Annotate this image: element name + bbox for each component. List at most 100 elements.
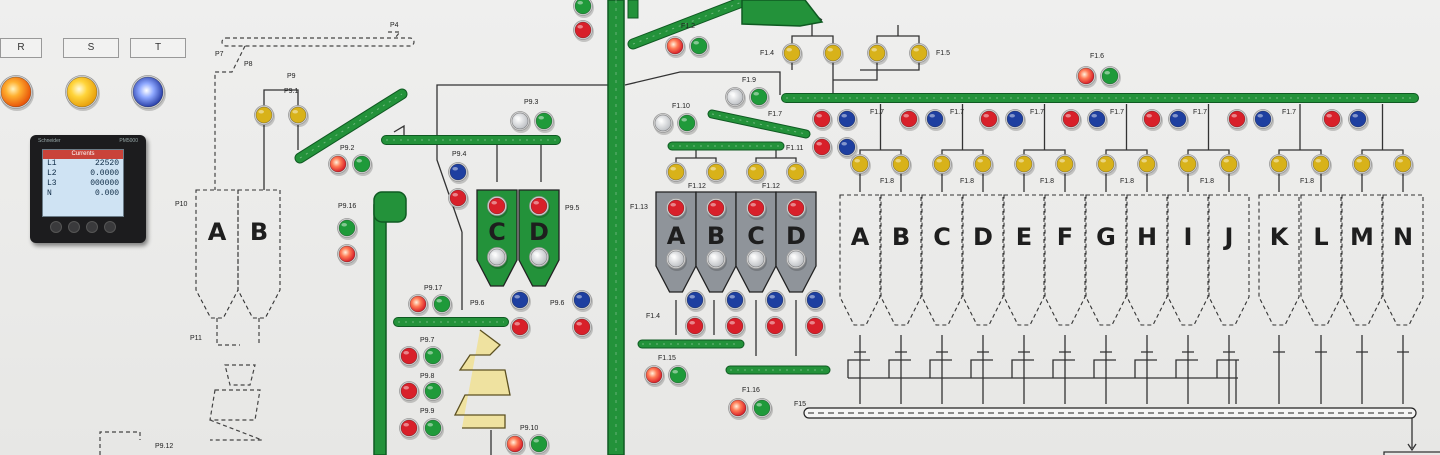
silo-f [1044, 194, 1086, 326]
silo-b [880, 194, 922, 326]
red-indicator-lamp [979, 109, 1000, 131]
tag-label: P9.2 [340, 145, 355, 152]
tag-labels: P4P7P8P9P9.1P10P11P9.12P9.2P9.4P9.3P9.5P… [155, 22, 1314, 450]
meter-button[interactable] [104, 221, 116, 233]
red-indicator-lamp [1227, 109, 1248, 131]
silo-d-green [518, 189, 560, 287]
white-indicator-lamp [510, 111, 531, 133]
feeder-lamp [1055, 154, 1076, 176]
tag-label: P10 [175, 201, 188, 208]
phase-s-pilot-lamp [65, 75, 100, 111]
silo-b-left [237, 189, 281, 319]
silo-letter: B [892, 223, 910, 251]
feeder-lamp [706, 162, 727, 184]
feeder-lamp [1269, 154, 1290, 176]
feeder-lamp [932, 154, 953, 176]
silo-letter: F [1057, 223, 1073, 251]
red-indicator-lamp [448, 188, 469, 210]
silo-letter: M [1350, 223, 1374, 251]
phase-label-t: T [130, 38, 186, 58]
green-indicator-lamp [337, 218, 358, 240]
tag-label: F15 [794, 401, 806, 408]
p9-2-status-lamps [352, 154, 373, 176]
silo-letter: A [208, 218, 227, 246]
blue-indicator-lamp [1005, 109, 1026, 131]
feeder-lamp [1219, 154, 1240, 176]
tag-label: F1.4 [760, 50, 774, 57]
silo-letter: H [1137, 223, 1157, 251]
p9-10-crusher [453, 329, 511, 429]
tag-label: P4 [390, 22, 399, 29]
f1-6-status-lamps [1100, 66, 1121, 88]
blue-indicator-lamp [925, 109, 946, 131]
blue-indicator-lamp [510, 290, 531, 312]
tag-label: F1.16 [742, 387, 760, 394]
tag-label: F1.2 [681, 23, 695, 30]
blue-indicator-lamp [1087, 109, 1108, 131]
silo-l [1300, 194, 1342, 326]
p9-16-bucket-elevator [373, 191, 407, 455]
red-indicator-lamp [725, 316, 746, 338]
p9-2-status-lamps [328, 154, 349, 176]
p9-9-status-lamps [399, 418, 420, 440]
blue-indicator-lamp [805, 290, 826, 312]
meter-button[interactable] [50, 221, 62, 233]
phase-t-pilot-lamp [131, 75, 166, 111]
tag-label: P9.7 [420, 337, 435, 344]
tag-label: F1.8 [1040, 178, 1054, 185]
tag-label: P9.17 [424, 285, 442, 292]
dashed-flow-lines [99, 31, 415, 455]
red-indicator-lamp [337, 244, 358, 266]
meter-button[interactable] [68, 221, 80, 233]
silo-letter: N [1393, 223, 1413, 251]
red-indicator-lamp [812, 137, 833, 159]
red-indicator-lamp [746, 198, 767, 220]
p9-17-status-lamps [432, 294, 453, 316]
feeder-lamp [666, 162, 687, 184]
tag-label: F1.7 [870, 109, 884, 116]
tag-label: P9.5 [565, 205, 580, 212]
f1-2-incline-conveyor [627, 0, 748, 50]
white-indicator-lamp [786, 249, 807, 271]
red-indicator-lamp [805, 316, 826, 338]
f1-15-status-lamps [644, 365, 665, 387]
silo-letter: A [851, 223, 870, 251]
green-indicator-lamp [534, 111, 555, 133]
blue-indicator-lamp [448, 162, 469, 184]
feeder-lamp [1311, 154, 1332, 176]
silo-e [1003, 194, 1045, 326]
tag-label: P9.1 [284, 88, 299, 95]
conveyors [294, 0, 1419, 455]
meter-button[interactable] [86, 221, 98, 233]
silo-letter: B [707, 222, 725, 250]
silo-c-green [476, 189, 518, 287]
red-indicator-lamp [899, 109, 920, 131]
tag-label: F1.7 [768, 111, 782, 118]
meter-screen-header: Currents [43, 150, 123, 159]
p9-7-status-lamps [399, 346, 420, 368]
tag-label: F1.9 [742, 77, 756, 84]
red-indicator-lamp [706, 198, 727, 220]
tag-label: F1.10 [672, 103, 690, 110]
silo-letter: C [488, 218, 506, 246]
silo-letter: C [933, 223, 951, 251]
tag-label: F1.13 [630, 204, 648, 211]
tag-label: P9.16 [338, 203, 356, 210]
tag-label: F1.8 [960, 178, 974, 185]
silo-m [1341, 194, 1383, 326]
tag-label: F1.7 [1193, 109, 1207, 116]
feeder-lamp [973, 154, 994, 176]
tag-label: F1.6 [1090, 53, 1104, 60]
f1-9-status-lamps [725, 87, 746, 109]
feeder-lamp [1014, 154, 1035, 176]
f1-15-status-lamps [668, 365, 689, 387]
silo-j [1208, 194, 1250, 326]
blue-indicator-lamp [725, 290, 746, 312]
